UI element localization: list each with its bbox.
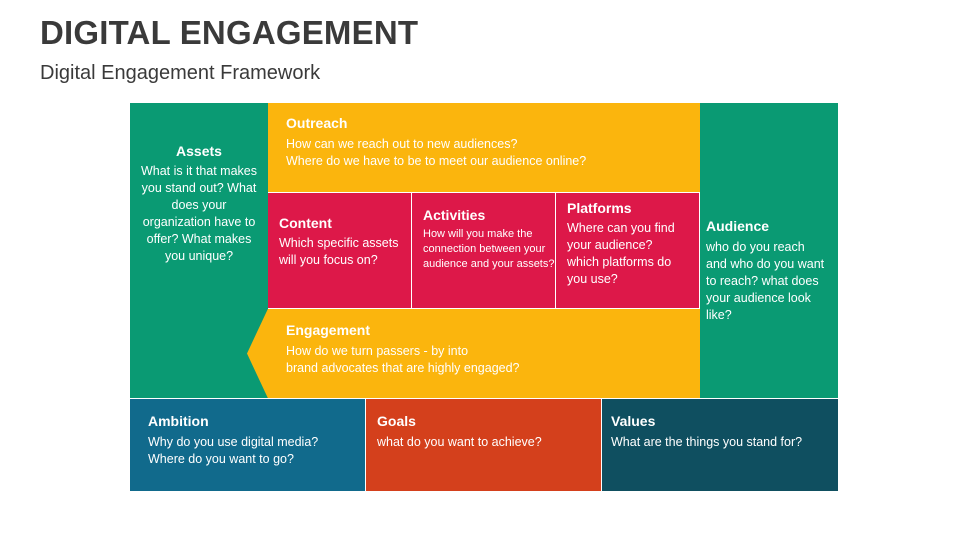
values-heading: Values xyxy=(611,413,656,429)
values-text: What are the things you stand for? xyxy=(611,435,803,449)
outreach-arrow: Outreach How can we reach out to new aud… xyxy=(268,103,720,192)
values-block: Values What are the things you stand for… xyxy=(602,399,838,491)
audience-heading: Audience xyxy=(706,218,770,234)
activities-block: Activities How will you make the connect… xyxy=(412,193,555,308)
engagement-heading: Engagement xyxy=(286,322,371,338)
ambition-text: Why do you use digital media? Where do y… xyxy=(148,435,319,466)
content-heading: Content xyxy=(279,215,332,231)
platforms-heading: Platforms xyxy=(567,200,632,216)
activities-heading: Activities xyxy=(423,207,486,223)
page-title: DIGITAL ENGAGEMENT xyxy=(40,14,419,51)
audience-block: Audience who do you reach and who do you… xyxy=(700,103,838,398)
goals-heading: Goals xyxy=(377,413,416,429)
ambition-block: Ambition Why do you use digital media? W… xyxy=(130,399,365,491)
assets-heading: Assets xyxy=(176,143,222,159)
ambition-heading: Ambition xyxy=(148,413,209,429)
outreach-heading: Outreach xyxy=(286,115,348,131)
engagement-arrow: Engagement How do we turn passers - by i… xyxy=(247,309,700,398)
platforms-block: Platforms Where can you find your audien… xyxy=(556,193,699,308)
goals-text: what do you want to achieve? xyxy=(377,435,542,449)
engagement-text: How do we turn passers - by into brand a… xyxy=(286,344,520,375)
page-subtitle: Digital Engagement Framework xyxy=(40,62,321,84)
activities-text: How will you make the connection between… xyxy=(423,228,555,270)
audience-text: who do you reach and who do you want to … xyxy=(706,240,825,322)
platforms-text: Where can you find your audience? which … xyxy=(567,221,675,286)
outreach-text: How can we reach out to new audiences? W… xyxy=(286,137,587,168)
content-block: Content Which specific assets will you f… xyxy=(268,193,411,308)
content-text: Which specific assets will you focus on? xyxy=(279,236,399,267)
assets-block: Assets What is it that makes you stand o… xyxy=(130,103,268,398)
assets-text: What is it that makes you stand out? Wha… xyxy=(140,164,257,263)
goals-block: Goals what do you want to achieve? xyxy=(366,399,601,491)
